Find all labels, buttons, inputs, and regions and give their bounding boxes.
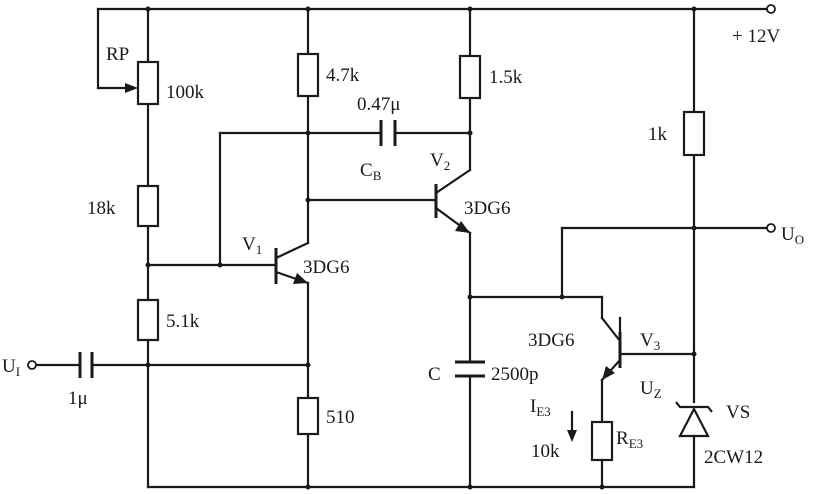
- r18k-label: 18k: [87, 198, 116, 219]
- v3-type-label: 3DG6: [528, 330, 574, 351]
- input-label: UI: [2, 356, 20, 379]
- supply-terminal: [766, 4, 776, 14]
- cb-name-label: CB: [360, 160, 382, 183]
- rp-value-label: 100k: [166, 82, 205, 103]
- input-terminal: [27, 360, 37, 370]
- v2-type-label: 3DG6: [464, 198, 510, 219]
- zener-diode-vs: [675, 401, 713, 438]
- resistor-re3: [590, 420, 614, 462]
- resistor-1-5k: [458, 54, 482, 100]
- v2-name-label: V2: [430, 150, 450, 173]
- transistor-v1: [274, 241, 310, 285]
- v3-name-label: V3: [640, 330, 660, 353]
- v1-type-label: 3DG6: [303, 257, 349, 278]
- current-ie3-label: IE3: [530, 396, 551, 419]
- current-arrow-ie3: [567, 410, 577, 442]
- capacitor-input: [78, 352, 94, 378]
- c-value-label: 2500p: [491, 364, 539, 385]
- wiring: [34, 7, 770, 489]
- transistor-v3: [600, 316, 622, 382]
- rp-wiper-arrow: [125, 83, 138, 93]
- output-terminal: [766, 223, 776, 233]
- c-in-label: 1μ: [68, 388, 88, 409]
- r5-1k-label: 5.1k: [166, 311, 200, 332]
- r1k-label: 1k: [648, 124, 668, 145]
- resistor-1k: [682, 110, 706, 157]
- output-label: UO: [781, 224, 804, 247]
- transistor-v2: [434, 168, 472, 235]
- re3-value-label: 10k: [531, 441, 560, 462]
- capacitor-cb: [379, 120, 397, 146]
- r4-7k-label: 4.7k: [326, 65, 360, 86]
- re3-name-label: RE3: [616, 428, 643, 451]
- junction-dots: [145, 6, 697, 490]
- resistor-18k: [136, 184, 160, 228]
- resistor-5-1k: [136, 298, 160, 342]
- cb-value-label: 0.47μ: [357, 94, 400, 115]
- zener-name-label: VS: [726, 402, 750, 423]
- capacitor-c: [455, 360, 485, 378]
- resistor-510: [296, 396, 320, 436]
- r1-5k-label: 1.5k: [489, 67, 523, 88]
- c-name-label: C: [428, 364, 441, 385]
- zener-voltage-label: UZ: [640, 378, 662, 401]
- potentiometer-rp: [136, 60, 160, 106]
- rp-name-label: RP: [106, 44, 129, 65]
- resistor-4-7k: [296, 52, 320, 98]
- zener-type-label: 2CW12: [704, 447, 763, 468]
- r510-label: 510: [326, 407, 355, 428]
- v1-name-label: V1: [242, 234, 262, 257]
- supply-label: + 12V: [732, 26, 780, 47]
